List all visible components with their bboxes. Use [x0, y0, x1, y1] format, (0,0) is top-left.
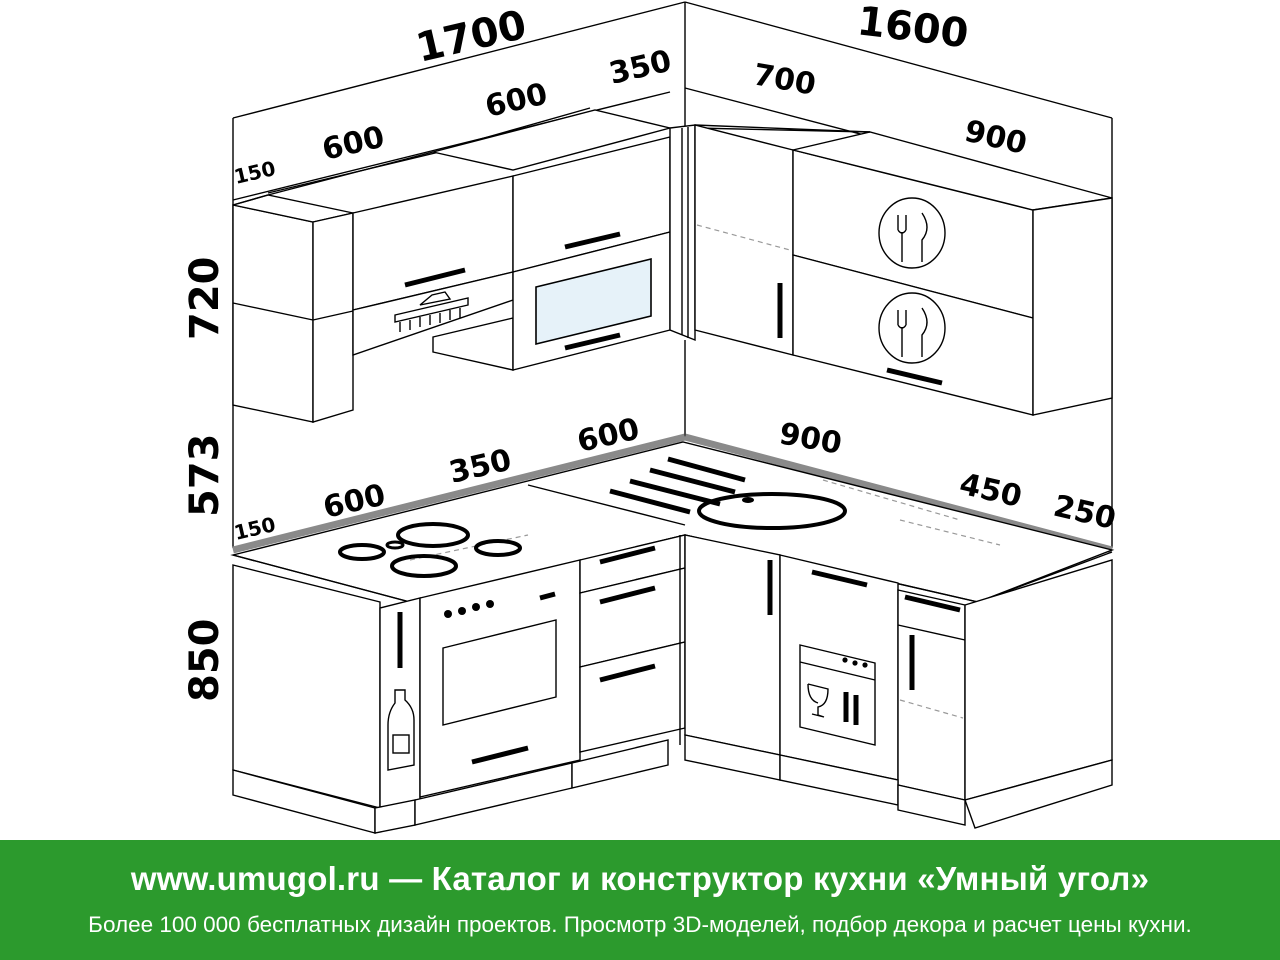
banner-subtitle: Более 100 000 бесплатных дизайн проектов… — [88, 912, 1192, 937]
microwave-icon — [535, 257, 652, 346]
upper-cabinets-left — [232, 109, 671, 423]
dim-height-upper: 720 — [182, 257, 228, 341]
bottle-rack-icon — [387, 612, 415, 771]
dim-upper-left-end: 150 — [232, 156, 278, 189]
dim-upper-900: 900 — [961, 114, 1030, 162]
banner-title[interactable]: www.umugol.ru — Каталог и конструктор ку… — [130, 860, 1150, 897]
oven-icon — [442, 591, 557, 765]
upper-corner-column — [669, 124, 696, 342]
dim-upper-total-left: 1700 — [412, 2, 531, 72]
dim-upper-350: 350 — [606, 44, 675, 92]
dim-upper-700: 700 — [751, 57, 819, 102]
footer-banner: www.umugol.ru — Каталог и конструктор ку… — [0, 840, 1280, 960]
dim-base-900: 900 — [777, 416, 845, 461]
kitchen-diagram: 1700 1600 150 600 600 350 700 900 720 57… — [182, 0, 1119, 834]
base-cabinets-right — [684, 534, 1113, 829]
hood-icon — [394, 291, 469, 332]
dim-upper-total-right: 1600 — [855, 0, 971, 57]
upper-cabinets-right — [694, 124, 1113, 416]
dim-base-250: 250 — [1050, 489, 1119, 537]
dishwasher-icon — [799, 644, 876, 746]
dim-base-450: 450 — [956, 467, 1025, 515]
cooktop-icon — [338, 522, 522, 578]
dish-rack-icon — [878, 197, 946, 364]
dim-upper-600b: 600 — [482, 77, 551, 125]
dim-height-base: 850 — [182, 619, 228, 703]
dim-height-gap: 573 — [182, 434, 228, 518]
dim-upper-600a: 600 — [319, 120, 388, 168]
sink-icon — [609, 456, 847, 530]
base-cabinets-left — [232, 534, 686, 834]
